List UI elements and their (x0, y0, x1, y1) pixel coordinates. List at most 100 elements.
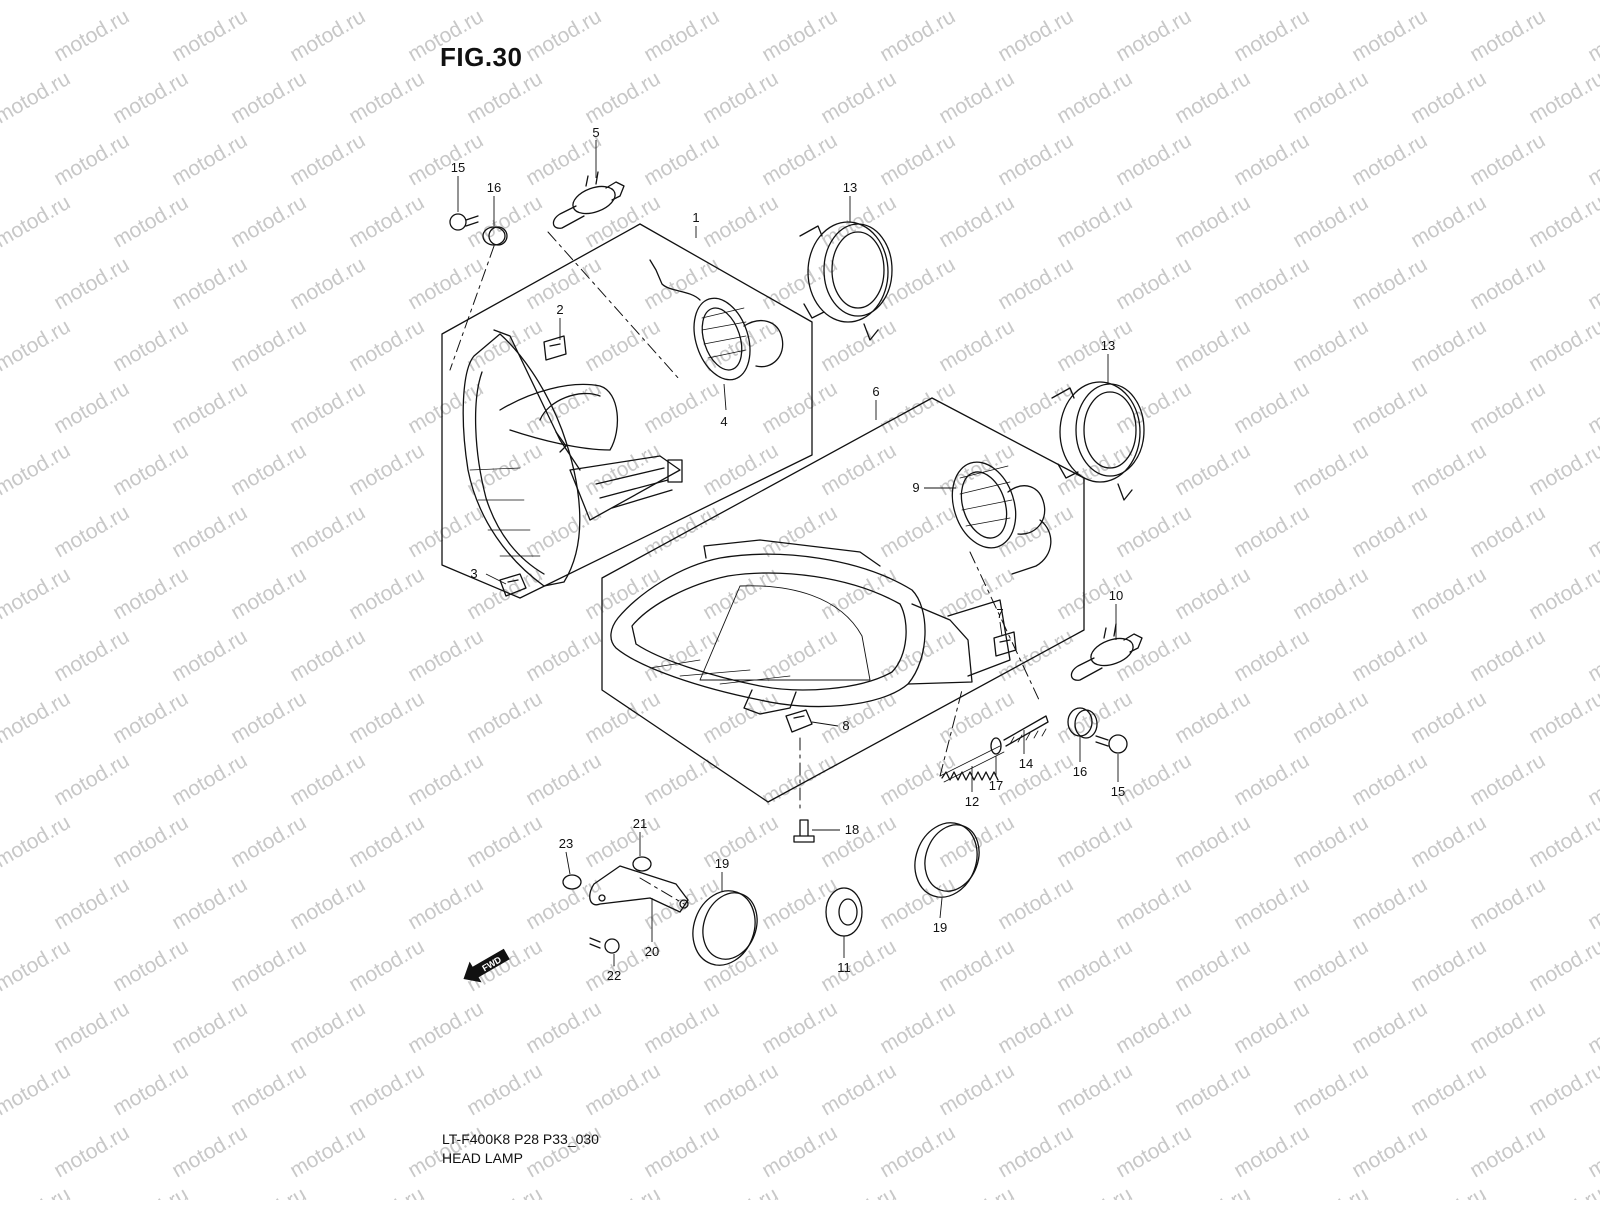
watermark-text: motod.ru (699, 1059, 782, 1120)
watermark-text: motod.ru (1053, 67, 1136, 128)
watermark-text: motod.ru (1112, 749, 1195, 810)
callout-11: 11 (837, 960, 851, 975)
callout-13-lower: 13 (1101, 338, 1115, 353)
watermark-text: motod.ru (1466, 253, 1549, 314)
watermark-text: motod.ru (1584, 625, 1600, 686)
watermark-text: motod.ru (345, 191, 428, 252)
watermark-text: motod.ru (1053, 563, 1136, 624)
watermark-text: motod.ru (463, 315, 546, 376)
watermark-text: motod.ru (1525, 687, 1600, 748)
alignment-lines (449, 231, 1041, 905)
watermark-text: motod.ru (1584, 749, 1600, 810)
watermark-text: motod.ru (1230, 1121, 1313, 1182)
watermark-text: motod.ru (699, 935, 782, 996)
nut-21 (632, 856, 652, 872)
watermark-text: motod.ru (1348, 1121, 1431, 1182)
watermark-text: motod.ru (1466, 501, 1549, 562)
watermark-text: motod.ru (286, 129, 369, 190)
reflector-19-right (914, 822, 980, 898)
watermark-text: motod.ru (463, 1183, 546, 1200)
watermark-text: motod.ru (1525, 935, 1600, 996)
watermark-text: motod.ru (1230, 873, 1313, 934)
callout-19-left: 19 (715, 856, 729, 871)
watermark-text: motod.ru (1525, 315, 1600, 376)
watermark-text: motod.ru (699, 439, 782, 500)
watermark-text: motod.ru (1348, 749, 1431, 810)
assembly-box-6 (601, 397, 1085, 803)
watermark-text: motod.ru (1525, 191, 1600, 252)
watermark-text: motod.ru (463, 191, 546, 252)
watermark-text: motod.ru (1584, 873, 1600, 934)
callout-15-lower: 15 (1111, 784, 1125, 799)
watermark-text: motod.ru (1289, 439, 1372, 500)
watermark-text: motod.ru (1466, 873, 1549, 934)
watermark-text: motod.ru (1289, 1183, 1372, 1200)
watermark-text: motod.ru (227, 687, 310, 748)
watermark-text: motod.ru (1171, 563, 1254, 624)
callout-leaders (457, 140, 1119, 966)
callout-1: 1 (692, 210, 699, 225)
watermark-text: motod.ru (227, 67, 310, 128)
watermark-text: motod.ru (935, 191, 1018, 252)
nut-23 (562, 874, 582, 890)
watermark-text: motod.ru (522, 749, 605, 810)
retaining-ring-13-lower (1051, 381, 1145, 501)
watermark-text: motod.ru (935, 315, 1018, 376)
watermark-text: motod.ru (50, 129, 133, 190)
watermark-text: motod.ru (345, 935, 428, 996)
callout-7: 7 (996, 606, 1003, 621)
screw-15-lower (1095, 734, 1128, 754)
callout-19-right: 19 (933, 920, 947, 935)
callout-14: 14 (1019, 756, 1033, 771)
watermark-text: motod.ru (1053, 315, 1136, 376)
headlamp-housing-1 (462, 329, 683, 587)
watermark-text: motod.ru (758, 997, 841, 1058)
watermark-text: motod.ru (168, 997, 251, 1058)
watermark-text: motod.ru (109, 935, 192, 996)
watermark-text: motod.ru (1407, 315, 1490, 376)
watermark-text: motod.ru (168, 1121, 251, 1182)
watermark-text: motod.ru (1289, 1059, 1372, 1120)
watermark-text: motod.ru (1466, 625, 1549, 686)
watermark-text: motod.ru (1466, 1121, 1549, 1182)
watermark-text: motod.ru (404, 377, 487, 438)
watermark-text: motod.ru (817, 191, 900, 252)
watermark-text: motod.ru (286, 377, 369, 438)
watermark-text: motod.ru (1171, 811, 1254, 872)
watermark-text: motod.ru (50, 997, 133, 1058)
watermark-text: motod.ru (758, 377, 841, 438)
watermark-text: motod.ru (1112, 873, 1195, 934)
watermark-text: motod.ru (1171, 1059, 1254, 1120)
watermark-text: motod.ru (345, 563, 428, 624)
callout-8: 8 (842, 718, 849, 733)
callout-21: 21 (633, 816, 647, 831)
watermark-text: motod.ru (1466, 377, 1549, 438)
watermark-text: motod.ru (1525, 1183, 1600, 1200)
watermark-text: motod.ru (1407, 935, 1490, 996)
watermark-text: motod.ru (109, 0, 192, 4)
watermark-text: motod.ru (817, 67, 900, 128)
watermark-text: motod.ru (286, 997, 369, 1058)
watermark-text: motod.ru (109, 687, 192, 748)
watermark-text: motod.ru (1230, 625, 1313, 686)
watermark-text: motod.ru (640, 873, 723, 934)
watermark-text: motod.ru (581, 563, 664, 624)
callout-22: 22 (607, 968, 621, 983)
callout-20: 20 (645, 944, 659, 959)
callout-17: 17 (989, 778, 1003, 793)
watermark-text: motod.ru (581, 67, 664, 128)
watermark-text: motod.ru (1053, 1183, 1136, 1200)
watermark-text: motod.ru (404, 501, 487, 562)
watermark-text: motod.ru (876, 1121, 959, 1182)
watermark-text: motod.ru (404, 625, 487, 686)
watermark-text: motod.ru (1407, 687, 1490, 748)
watermark-text: motod.ru (1584, 501, 1600, 562)
watermark-text: motod.ru (0, 811, 74, 872)
watermark-text: motod.ru (1525, 0, 1600, 4)
adjuster-screw-14 (1003, 715, 1049, 747)
callout-10: 10 (1109, 588, 1123, 603)
watermark-text: motod.ru (1466, 129, 1549, 190)
watermark-text: motod.ru (0, 935, 74, 996)
watermark-text: motod.ru (1112, 501, 1195, 562)
watermark-text: motod.ru (935, 439, 1018, 500)
